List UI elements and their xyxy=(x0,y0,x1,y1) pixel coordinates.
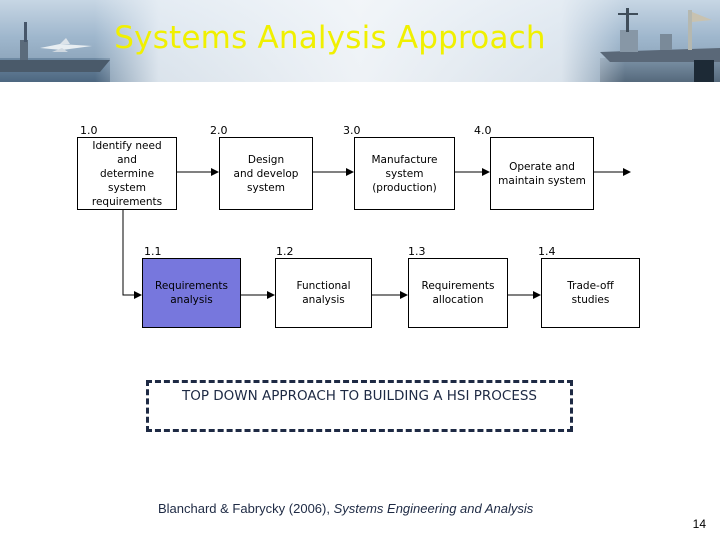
step-number-3.0: 3.0 xyxy=(343,124,361,137)
citation-work: Systems Engineering and Analysis xyxy=(333,501,534,516)
citation: Blanchard & Fabrycky (2006), Systems Eng… xyxy=(158,501,533,516)
step-number-1.1: 1.1 xyxy=(144,245,162,258)
step-number-2.0: 2.0 xyxy=(210,124,228,137)
callout-text: TOP DOWN APPROACH TO BUILDING A HSI PROC… xyxy=(181,388,537,404)
step-box-requirements-analysis: Requirements analysis xyxy=(142,258,241,328)
step-box-functional-analysis: Functional analysis xyxy=(275,258,372,328)
step-label-requirements-allocation: Requirements allocation xyxy=(421,280,495,306)
step-box-operate-maintain: Operate and maintain system xyxy=(490,137,594,210)
step-label-design-develop: Design and develop system xyxy=(233,153,299,194)
step-box-manufacture: Manufacture system (production) xyxy=(354,137,455,210)
callout-box: TOP DOWN APPROACH TO BUILDING A HSI PROC… xyxy=(146,380,573,432)
step-number-1.2: 1.2 xyxy=(276,245,294,258)
navy-ships-photo-icon xyxy=(600,8,720,82)
step-box-requirements-allocation: Requirements allocation xyxy=(408,258,508,328)
step-box-trade-off-studies: Trade-off studies xyxy=(541,258,640,328)
step-label-identify-need: Identify need and determine system requi… xyxy=(91,139,163,208)
step-label-requirements-analysis: Requirements analysis xyxy=(155,280,228,306)
step-box-identify-need: Identify need and determine system requi… xyxy=(77,137,177,210)
slide-title: Systems Analysis Approach xyxy=(114,20,546,56)
banner-center-glow xyxy=(95,0,625,82)
step-label-functional-analysis: Functional analysis xyxy=(296,280,351,306)
arrow-1.0-to-1.1 xyxy=(122,210,142,299)
step-label-manufacture: Manufacture system (production) xyxy=(371,153,438,194)
aircraft-carrier-jet-photo-icon xyxy=(0,22,110,72)
step-label-operate-maintain: Operate and maintain system xyxy=(498,160,586,187)
page-number: 14 xyxy=(692,517,706,531)
step-number-1.3: 1.3 xyxy=(408,245,426,258)
step-number-1.0: 1.0 xyxy=(80,124,98,137)
step-box-design-develop: Design and develop system xyxy=(219,137,313,210)
step-label-trade-off-studies: Trade-off studies xyxy=(567,280,614,306)
citation-authors: Blanchard & Fabrycky (2006), xyxy=(158,501,334,516)
step-number-1.4: 1.4 xyxy=(538,245,556,258)
title-banner: Systems Analysis Approach xyxy=(0,0,720,82)
step-number-4.0: 4.0 xyxy=(474,124,492,137)
